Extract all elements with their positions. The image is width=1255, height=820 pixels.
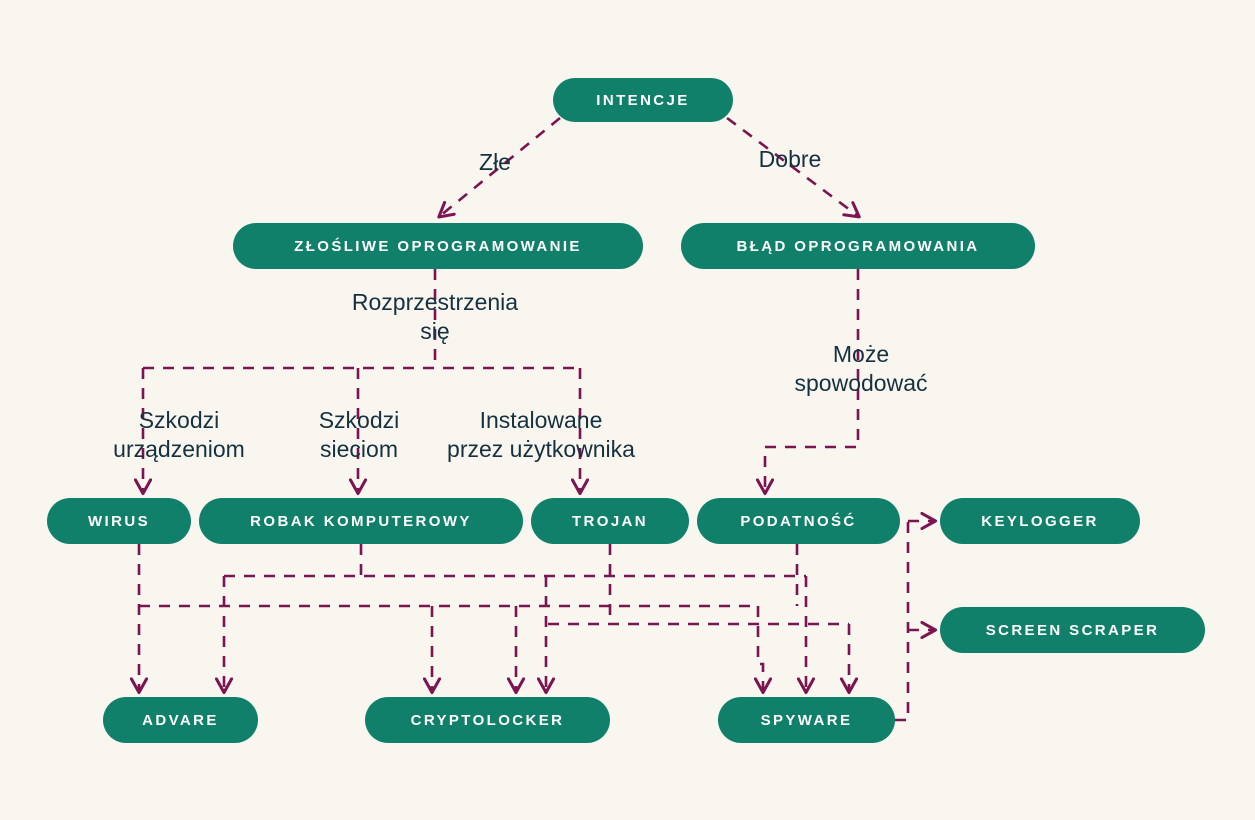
edge-wirus-bus-spyware (753, 606, 773, 695)
node-spyware[interactable]: SPYWARE (718, 697, 895, 743)
edge-label-dobre: Dobre (758, 146, 822, 172)
edge-label-zle: Złe (479, 149, 511, 175)
node-intencje[interactable]: INTENCJE (553, 78, 733, 122)
edge-spyware-riser (895, 521, 910, 722)
node-podatnosc[interactable]: PODATNOŚĆ (697, 498, 900, 544)
node-screen-scraper[interactable]: SCREEN SCRAPER (940, 607, 1205, 653)
node-keylogger[interactable]: KEYLOGGER (940, 498, 1140, 544)
node-advare[interactable]: ADVARE (103, 697, 258, 743)
edge-label-instalowane-przez-uzytkownika: Instalowane przez użytkownika (447, 407, 635, 462)
node-robak-komputerowy[interactable]: ROBAK KOMPUTEROWY (199, 498, 523, 544)
node-cryptolocker[interactable]: CRYPTOLOCKER (365, 697, 610, 743)
edge-label-szkodzi-urzadzeniom: Szkodzi urządzeniom (113, 407, 245, 462)
node-blad-oprogramowania[interactable]: BŁĄD OPROGRAMOWANIA (681, 223, 1035, 269)
edge-label-szkodzi-sieciom: Szkodzi sieciom (318, 407, 400, 462)
edge-label-rozprzestrzenia-sie: Rozprzestrzenia się (351, 289, 519, 344)
node-zlosliwe-oprogramowanie[interactable]: ZŁOŚLIWE OPROGRAMOWANIE (233, 223, 643, 269)
edge-label-moze-spowodowac: Może spowodować (794, 341, 928, 396)
node-wirus[interactable]: WIRUS (47, 498, 191, 544)
node-trojan[interactable]: TROJAN (531, 498, 689, 544)
